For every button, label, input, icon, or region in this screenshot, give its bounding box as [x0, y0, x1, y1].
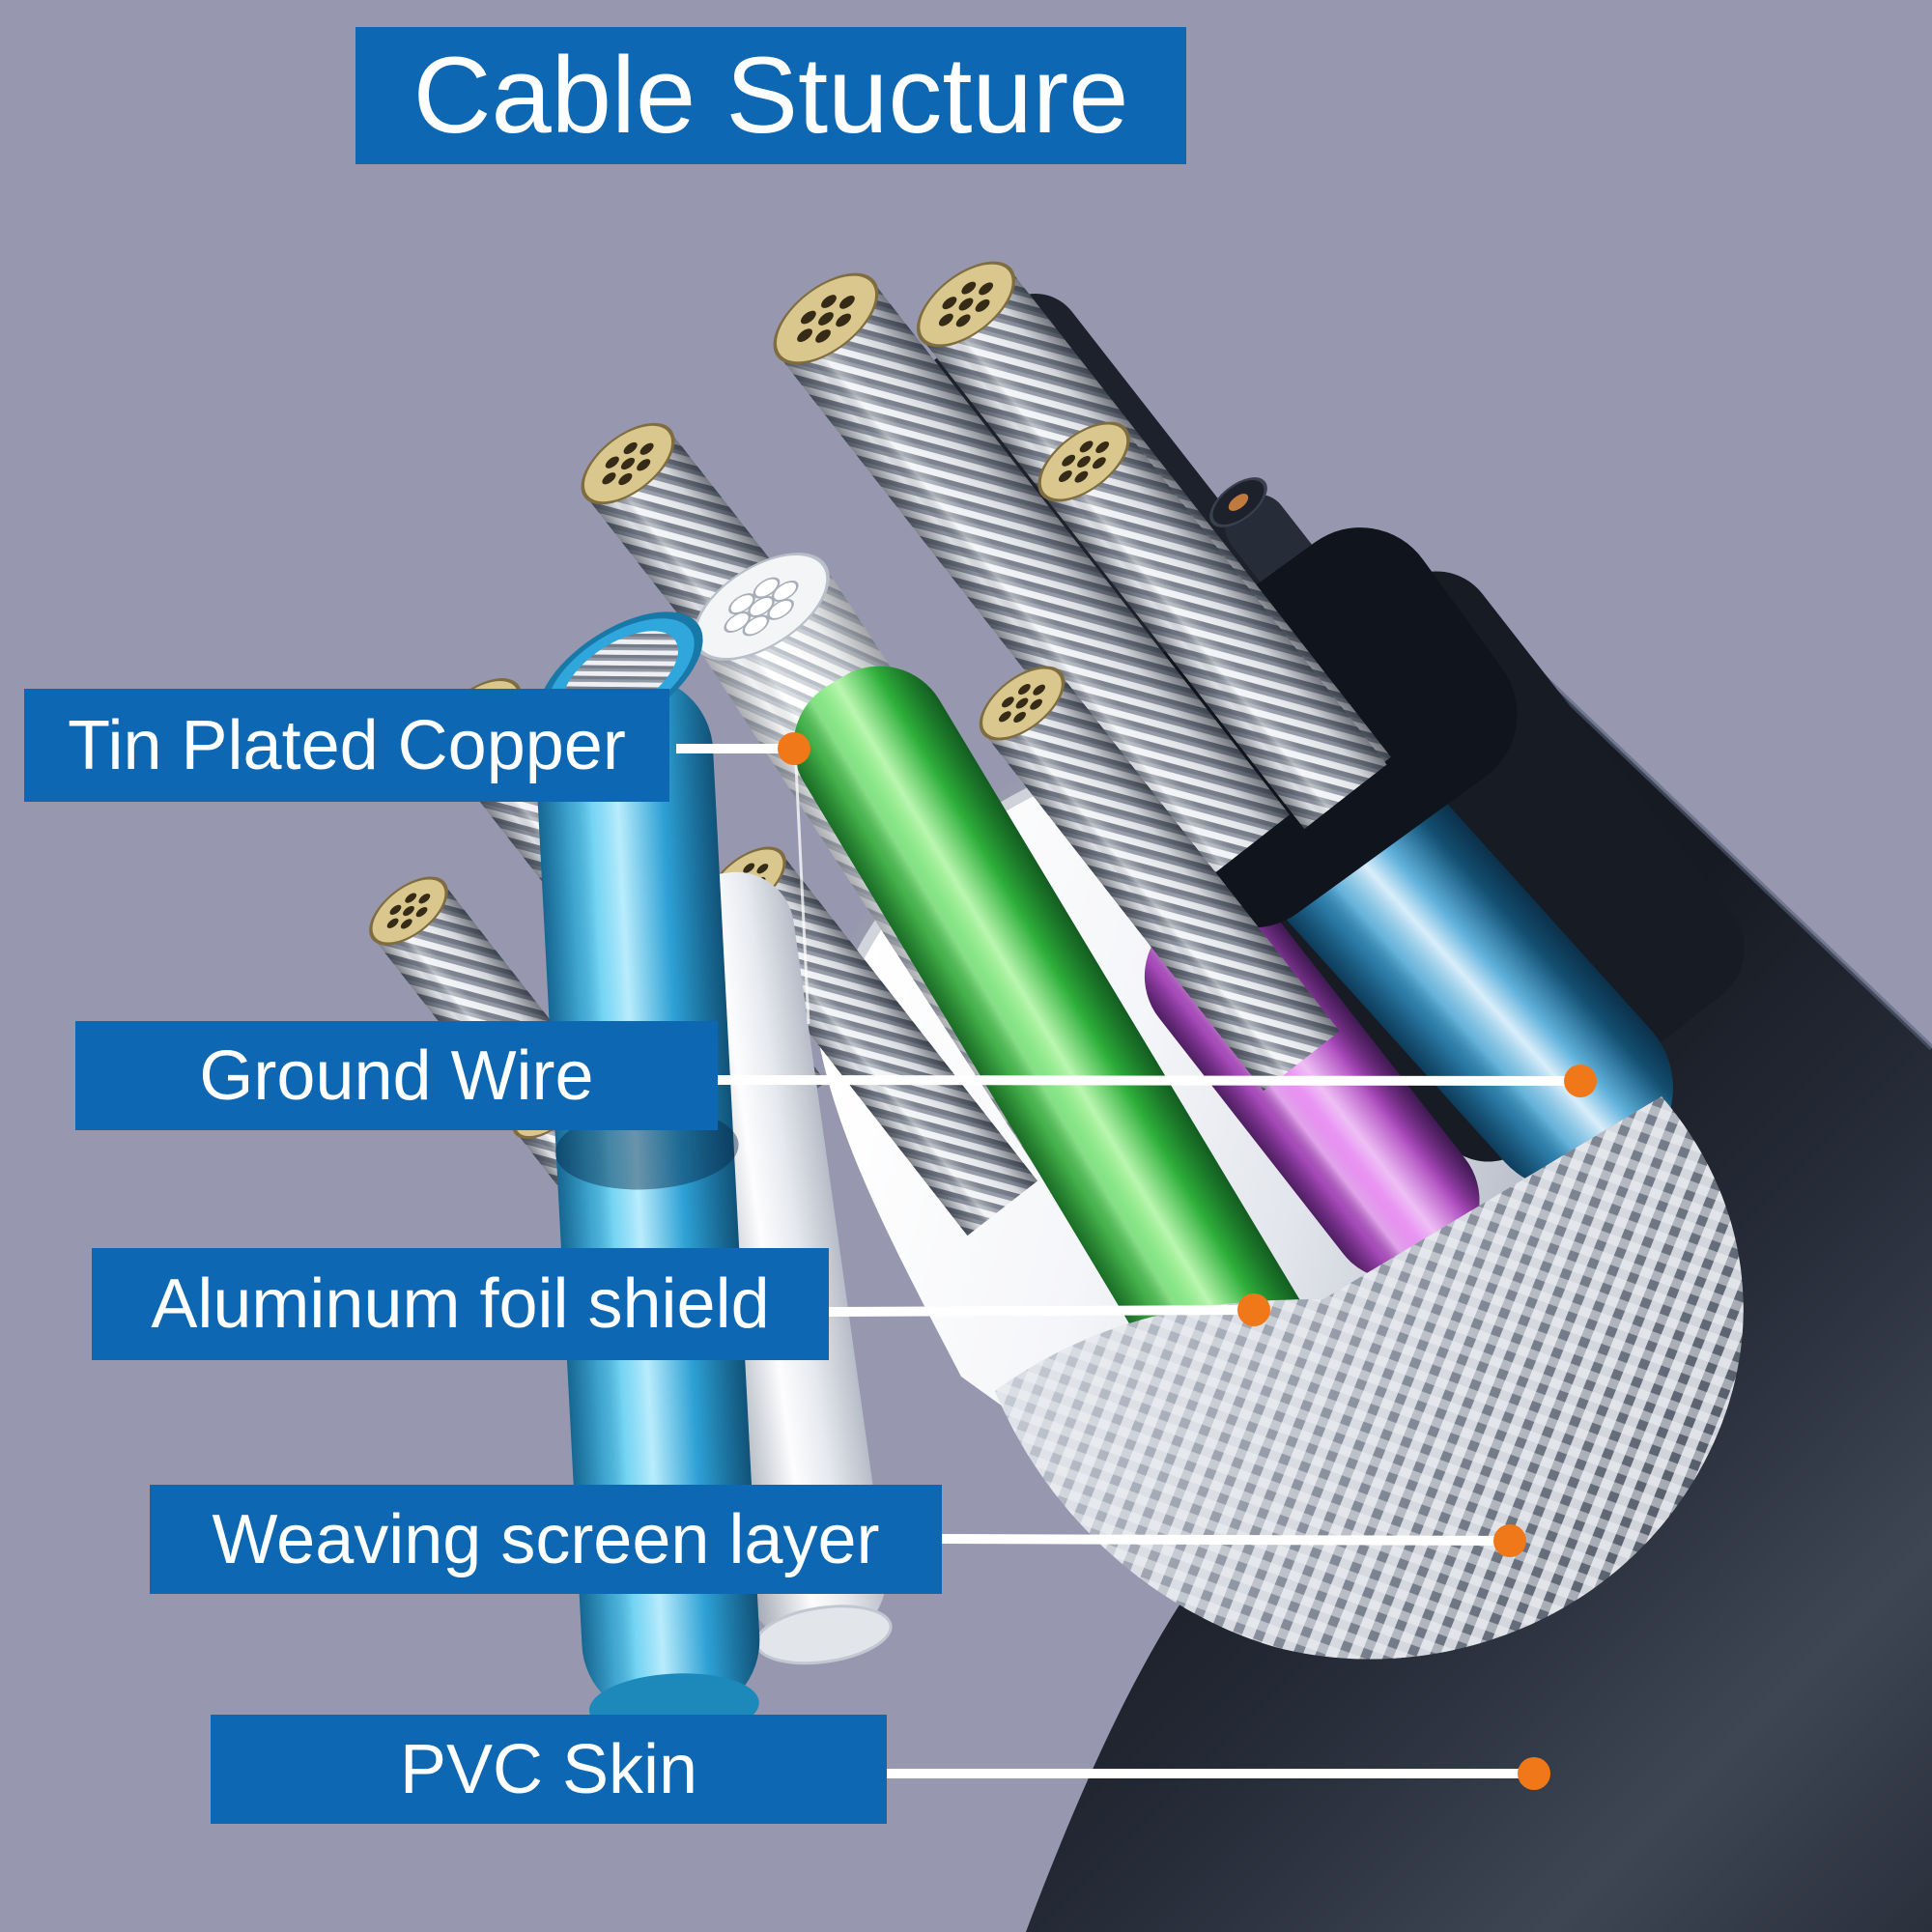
label-aluminum-foil-shield: Aluminum foil shield: [92, 1248, 829, 1360]
green-insulated-wire: [793, 666, 1341, 1466]
leader-lines: [676, 744, 1581, 1778]
leader-drop-tin-plated-copper: [794, 764, 810, 1025]
cyan-insulated-wire: [535, 611, 760, 1740]
leader-line-weaving-screen-layer: [941, 1534, 1511, 1546]
label-pvc-skin: PVC Skin: [211, 1715, 887, 1824]
marker-dot-weaving-screen-layer: [1493, 1524, 1526, 1557]
marker-dot-ground-wire: [1564, 1065, 1597, 1097]
marker-dot-tin-plated-copper: [778, 732, 810, 765]
weaving-screen-layer-braid: [995, 1096, 1744, 1660]
label-ground-wire: Ground Wire: [75, 1021, 718, 1130]
label-weaving-screen-layer: Weaving screen layer: [150, 1485, 942, 1594]
marker-dots: [778, 732, 1597, 1790]
leader-line-ground-wire: [717, 1075, 1581, 1086]
leader-line-aluminum-foil-shield: [828, 1305, 1255, 1317]
label-tin-plated-copper: Tin Plated Copper: [24, 689, 669, 802]
cable-cutaway: [369, 261, 1932, 1932]
page-title: Cable Stucture: [355, 27, 1186, 164]
marker-dot-aluminum-foil-shield: [1237, 1293, 1270, 1326]
marker-dot-pvc-skin: [1518, 1757, 1550, 1790]
